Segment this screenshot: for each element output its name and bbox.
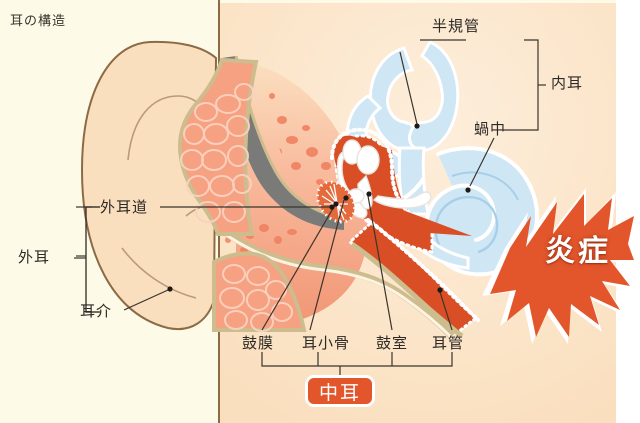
label-eardrum: 鼓膜 xyxy=(242,334,275,352)
auricle xyxy=(80,40,218,331)
cavity-dotted-border-upper xyxy=(330,127,410,214)
tube-bone-wall xyxy=(350,241,464,338)
ossicle-connector xyxy=(402,176,426,200)
auricle-cartilage-lower xyxy=(212,251,307,332)
outer-ear-bracket xyxy=(74,206,100,313)
cartilage-cell-texture-upper xyxy=(180,83,254,223)
middle-ear-badge: 中耳 xyxy=(305,375,375,407)
leader-dots xyxy=(167,123,471,293)
label-cochlea: 蝸中 xyxy=(474,120,507,138)
tube-dotted-border xyxy=(366,218,480,322)
label-ear-canal: 外耳道 xyxy=(100,198,149,216)
cochlea-outer-line xyxy=(451,171,519,201)
label-auricle: 耳介 xyxy=(80,302,113,320)
label-inner-ear: 内耳 xyxy=(551,74,584,92)
incus-body xyxy=(356,145,380,175)
auricle-inner-fold-lower xyxy=(121,247,197,299)
inflammation-burst xyxy=(482,188,640,344)
canal-floor-bone-line xyxy=(219,227,455,339)
label-ossicles: 耳小骨 xyxy=(302,334,351,352)
inflammation-spike xyxy=(386,206,472,236)
page-title: 耳の構造 xyxy=(10,14,67,29)
stapes-footplate-link xyxy=(372,191,432,209)
label-eustachian-tube: 耳管 xyxy=(432,334,465,352)
label-tympanic-cavity: 鼓室 xyxy=(376,334,409,352)
label-outer-ear: 外耳 xyxy=(18,248,51,266)
label-semicircular-canals: 半規管 xyxy=(432,17,481,35)
cartilage-cell-texture-lower xyxy=(219,264,293,332)
top-margin xyxy=(0,0,616,3)
